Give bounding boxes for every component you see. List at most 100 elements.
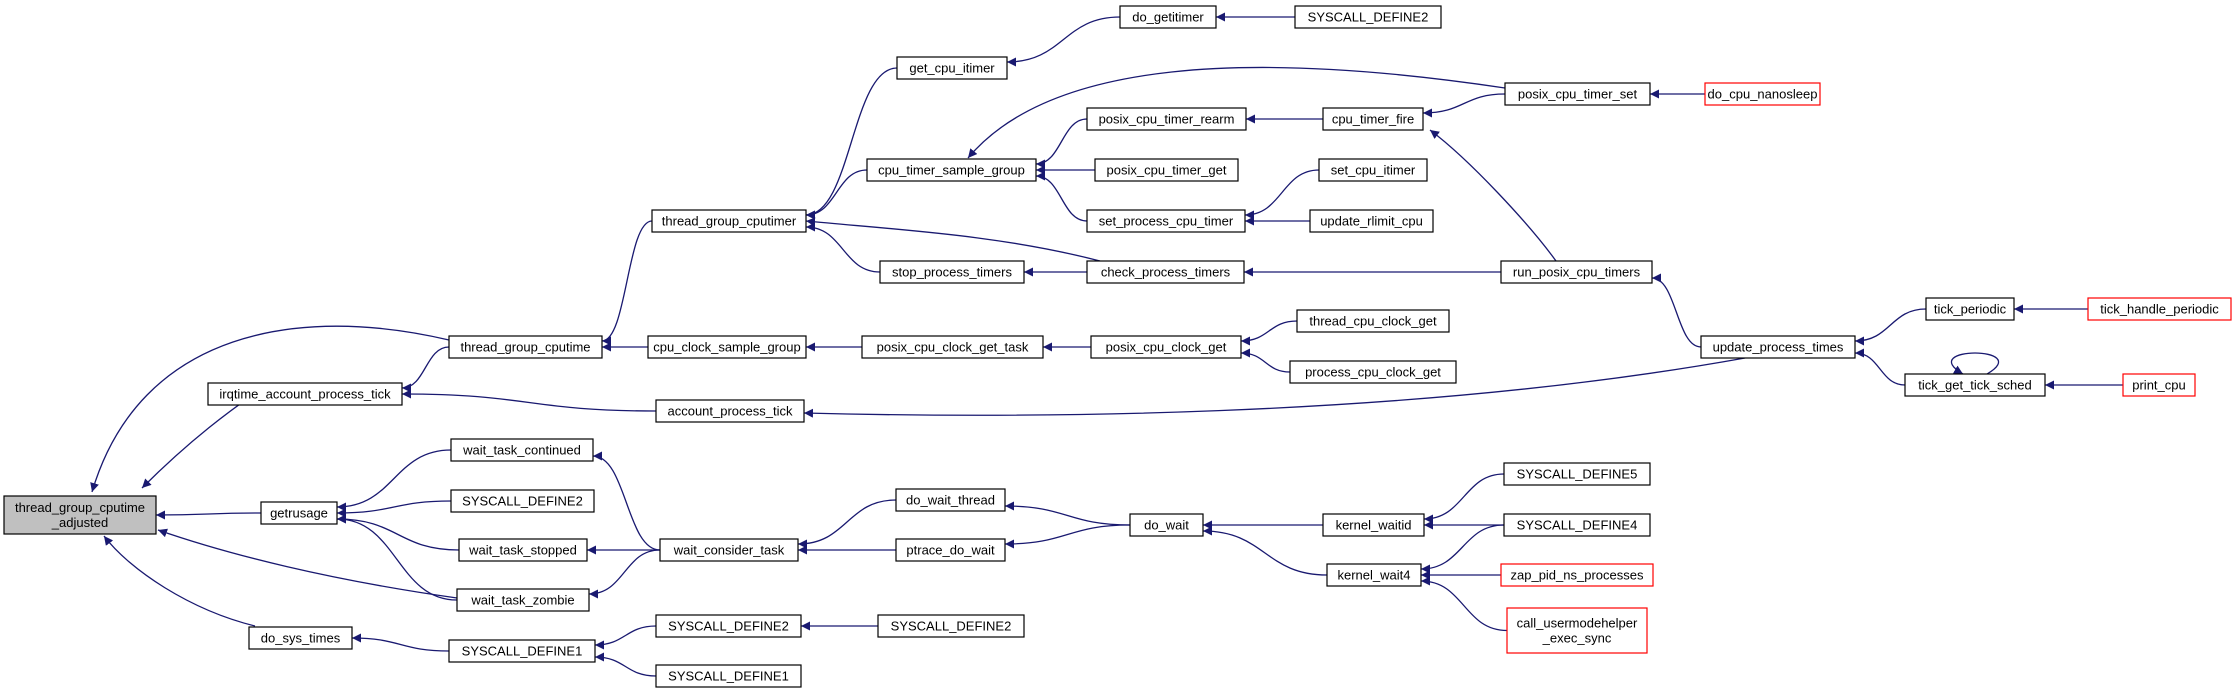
node-set-proc-timer[interactable]: set_process_cpu_timer: [1086, 209, 1246, 233]
node-box[interactable]: [458, 538, 588, 562]
node-do-sys-times[interactable]: do_sys_times: [248, 626, 353, 650]
node-box[interactable]: [896, 56, 1008, 80]
node-sysdef2-c[interactable]: SYSCALL_DEFINE2: [877, 614, 1025, 638]
node-box[interactable]: [248, 626, 353, 650]
node-check-proc[interactable]: check_process_timers: [1086, 260, 1245, 284]
node-wait-cont[interactable]: wait_task_continued: [450, 438, 594, 462]
node-box[interactable]: [1326, 563, 1422, 587]
node-box[interactable]: [1309, 209, 1434, 233]
node-box[interactable]: [1086, 260, 1245, 284]
node-box[interactable]: [1704, 82, 1821, 106]
node-box[interactable]: [1322, 107, 1424, 131]
node-ptrace-do-wait[interactable]: ptrace_do_wait: [895, 538, 1006, 562]
node-update-rlimit[interactable]: update_rlimit_cpu: [1309, 209, 1434, 233]
node-stop-proc[interactable]: stop_process_timers: [879, 260, 1025, 284]
node-box[interactable]: [2087, 297, 2232, 321]
node-box[interactable]: [1090, 335, 1242, 359]
node-box[interactable]: [1318, 158, 1428, 182]
node-zap[interactable]: zap_pid_ns_processes: [1500, 563, 1654, 587]
node-sysdef2-b[interactable]: SYSCALL_DEFINE2: [655, 614, 802, 638]
node-irqtime[interactable]: irqtime_account_process_tick: [207, 382, 403, 406]
node-box[interactable]: [1129, 513, 1204, 537]
node-box[interactable]: [655, 399, 805, 423]
node-box[interactable]: [877, 614, 1025, 638]
node-sysdef5[interactable]: SYSCALL_DEFINE5: [1503, 462, 1651, 486]
node-box[interactable]: [861, 335, 1044, 359]
node-tick-handle[interactable]: tick_handle_periodic: [2087, 297, 2232, 321]
node-box[interactable]: [895, 488, 1006, 512]
node-box[interactable]: [260, 501, 338, 525]
node-box[interactable]: [895, 538, 1006, 562]
node-box[interactable]: [1296, 309, 1450, 333]
node-timer-get[interactable]: posix_cpu_timer_get: [1094, 158, 1239, 182]
node-box[interactable]: [3, 495, 157, 535]
node-nanosleep[interactable]: do_cpu_nanosleep: [1704, 82, 1821, 106]
node-get-cpu-itimer[interactable]: get_cpu_itimer: [896, 56, 1008, 80]
node-box[interactable]: [659, 538, 799, 562]
node-run-timers[interactable]: run_posix_cpu_timers: [1500, 260, 1653, 284]
node-box[interactable]: [448, 639, 596, 663]
node-posix-clock-get-task[interactable]: posix_cpu_clock_get_task: [861, 335, 1044, 359]
node-sysdef4[interactable]: SYSCALL_DEFINE4: [1503, 513, 1651, 537]
node-box[interactable]: [1504, 82, 1651, 106]
node-kernel-wait4[interactable]: kernel_wait4: [1326, 563, 1422, 587]
node-box[interactable]: [651, 209, 807, 233]
node-box[interactable]: [647, 335, 807, 359]
node-box[interactable]: [1700, 335, 1856, 359]
node-box[interactable]: [207, 382, 403, 406]
node-cpu-timer-fire[interactable]: cpu_timer_fire: [1322, 107, 1424, 131]
node-box[interactable]: [450, 438, 594, 462]
node-box[interactable]: [1119, 5, 1217, 29]
node-box[interactable]: [450, 489, 595, 513]
node-box[interactable]: [1925, 297, 2015, 321]
node-root[interactable]: thread_group_cputime_adjusted: [3, 495, 157, 535]
node-sysdef2-a[interactable]: SYSCALL_DEFINE2: [450, 489, 595, 513]
node-sysdef1[interactable]: SYSCALL_DEFINE1: [448, 639, 596, 663]
node-box[interactable]: [879, 260, 1025, 284]
node-box[interactable]: [2122, 373, 2196, 397]
node-box[interactable]: [1086, 107, 1247, 131]
node-sysdef1-b[interactable]: SYSCALL_DEFINE1: [655, 664, 802, 688]
node-tg-cputimer[interactable]: thread_group_cputimer: [651, 209, 807, 233]
node-do-wait[interactable]: do_wait: [1129, 513, 1204, 537]
node-box[interactable]: [1506, 607, 1648, 654]
node-tg-cputime[interactable]: thread_group_cputime: [448, 335, 603, 359]
node-timer-set[interactable]: posix_cpu_timer_set: [1504, 82, 1651, 106]
node-rearm[interactable]: posix_cpu_timer_rearm: [1086, 107, 1247, 131]
node-usermode[interactable]: call_usermodehelper_exec_sync: [1506, 607, 1648, 654]
node-print-cpu[interactable]: print_cpu: [2122, 373, 2196, 397]
node-do-getitimer[interactable]: do_getitimer: [1119, 5, 1217, 29]
node-box[interactable]: [456, 588, 590, 612]
node-box[interactable]: [1500, 260, 1653, 284]
node-box[interactable]: [1503, 462, 1651, 486]
node-do-wait-thread[interactable]: do_wait_thread: [895, 488, 1006, 512]
node-wait-consider[interactable]: wait_consider_task: [659, 538, 799, 562]
node-wait-stopped[interactable]: wait_task_stopped: [458, 538, 588, 562]
node-box[interactable]: [1500, 563, 1654, 587]
node-getrusage[interactable]: getrusage: [260, 501, 338, 525]
node-set-cpu-itimer[interactable]: set_cpu_itimer: [1318, 158, 1428, 182]
node-kernel-waitid[interactable]: kernel_waitid: [1322, 513, 1425, 537]
node-thread-clock-get[interactable]: thread_cpu_clock_get: [1296, 309, 1450, 333]
node-box[interactable]: [1289, 360, 1457, 384]
node-cpu-timer-sg[interactable]: cpu_timer_sample_group: [866, 158, 1037, 182]
node-box[interactable]: [1503, 513, 1651, 537]
node-box[interactable]: [655, 664, 802, 688]
node-process-clock-get[interactable]: process_cpu_clock_get: [1289, 360, 1457, 384]
node-posix-clock-get[interactable]: posix_cpu_clock_get: [1090, 335, 1242, 359]
node-cpu-clock-sg[interactable]: cpu_clock_sample_group: [647, 335, 807, 359]
node-box[interactable]: [1322, 513, 1425, 537]
node-acct-tick[interactable]: account_process_tick: [655, 399, 805, 423]
node-box[interactable]: [655, 614, 802, 638]
node-box[interactable]: [1294, 5, 1442, 29]
node-box[interactable]: [1086, 209, 1246, 233]
node-wait-zombie[interactable]: wait_task_zombie: [456, 588, 590, 612]
node-box[interactable]: [448, 335, 603, 359]
node-box[interactable]: [1094, 158, 1239, 182]
node-update-times[interactable]: update_process_times: [1700, 335, 1856, 359]
node-box[interactable]: [1904, 373, 2046, 397]
node-tick-periodic[interactable]: tick_periodic: [1925, 297, 2015, 321]
node-box[interactable]: [866, 158, 1037, 182]
node-sysdef2-d[interactable]: SYSCALL_DEFINE2: [1294, 5, 1442, 29]
node-tick-get-sched[interactable]: tick_get_tick_sched: [1904, 373, 2046, 397]
